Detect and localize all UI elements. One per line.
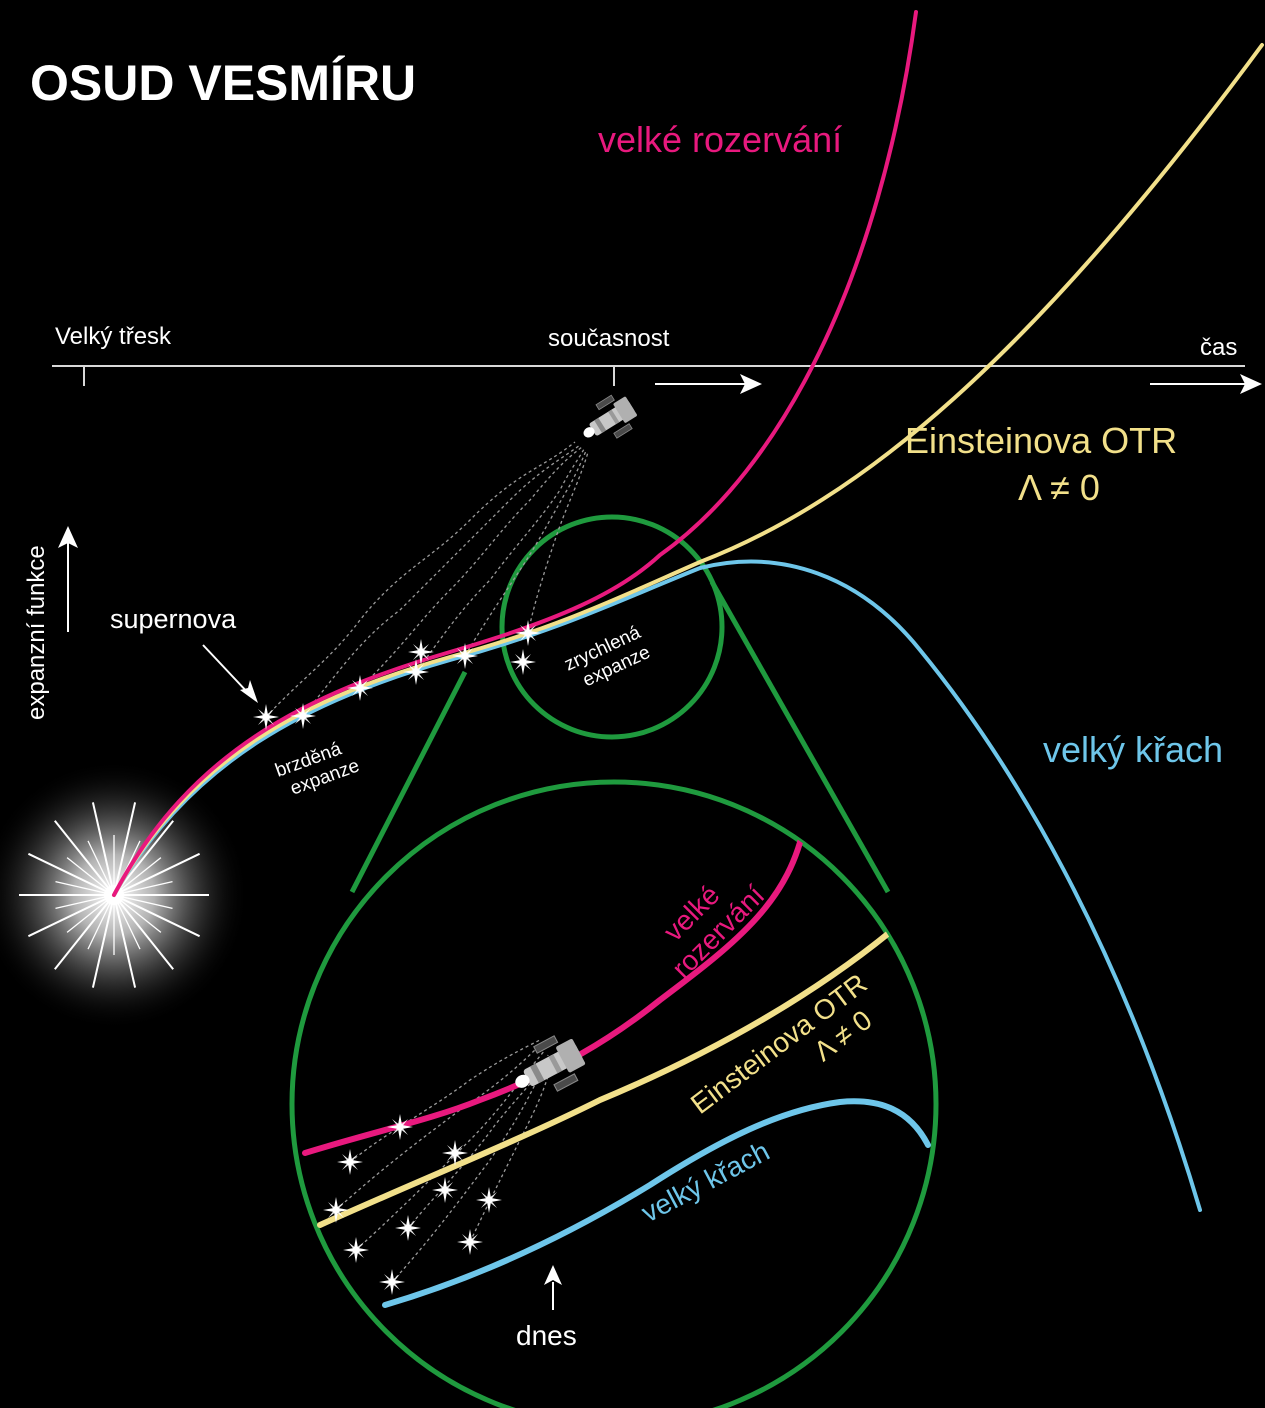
today-label: dnes [516, 1320, 577, 1351]
big-bang-ray [113, 894, 173, 910]
big-bang-glow [0, 760, 249, 1030]
page-title: OSUD VESMÍRU [30, 55, 416, 111]
big-bang-ray [113, 802, 137, 896]
big-bang-ray [54, 820, 115, 896]
accelerated-expansion-label: zrychlená expanze [561, 622, 653, 691]
big-rip-label: velké rozervání [598, 119, 842, 160]
big-bang-ray [55, 894, 115, 910]
big-bang-ray [87, 840, 115, 896]
big-crunch-label: velký křach [1043, 729, 1223, 770]
main-curves [112, 10, 1264, 1212]
big-bang-label: Velký třesk [55, 323, 172, 350]
inset-big-rip-label: velké rozervání [657, 879, 770, 984]
big-bang-ray [113, 894, 141, 950]
supernova-arrow [202, 644, 258, 703]
today-arrow [544, 1265, 562, 1310]
inset-big-rip-curve [302, 819, 808, 1156]
telescope-icon [573, 388, 643, 453]
photon-paths [265, 441, 589, 718]
big-bang-ray [91, 894, 115, 988]
einstein-label-line2: Λ ≠ 0 [1018, 467, 1100, 508]
big-bang-ray [87, 894, 115, 950]
inset-einstein-curve [317, 925, 898, 1228]
big-bang-ray [113, 880, 173, 896]
einstein-curve [112, 43, 1264, 897]
big-bang-ray [54, 894, 115, 970]
time-label: čas [1200, 334, 1237, 361]
magnifier [289, 514, 939, 1408]
expansion-label: expanzní funkce [23, 545, 50, 720]
time-axis [52, 365, 1262, 394]
big-bang-ray [113, 894, 201, 938]
big-bang-ray [91, 802, 115, 896]
big-bang-ray [55, 880, 115, 896]
inset-detail [302, 819, 931, 1308]
inset-einstein-label: Einsteinova OTR Λ ≠ 0 [685, 968, 878, 1120]
big-bang-ray [113, 852, 201, 896]
big-bang-ray [113, 820, 174, 896]
supernova-label: supernova [110, 604, 237, 634]
expansion-axis [58, 526, 78, 632]
present-label: současnost [548, 325, 670, 352]
inset-telescope-icon [503, 1028, 592, 1108]
decelerated-expansion-label: brzděná expanze [273, 738, 363, 799]
big-bang-ray [27, 894, 115, 938]
einstein-label-line1: Einsteinova OTR [905, 420, 1177, 461]
inset-big-crunch-curve [382, 1098, 931, 1308]
big-crunch-curve [112, 559, 1202, 1212]
big-bang-ray [113, 894, 174, 970]
big-bang-ray [27, 852, 115, 896]
big-bang-ray [113, 894, 137, 988]
big-rip-curve [112, 10, 918, 897]
